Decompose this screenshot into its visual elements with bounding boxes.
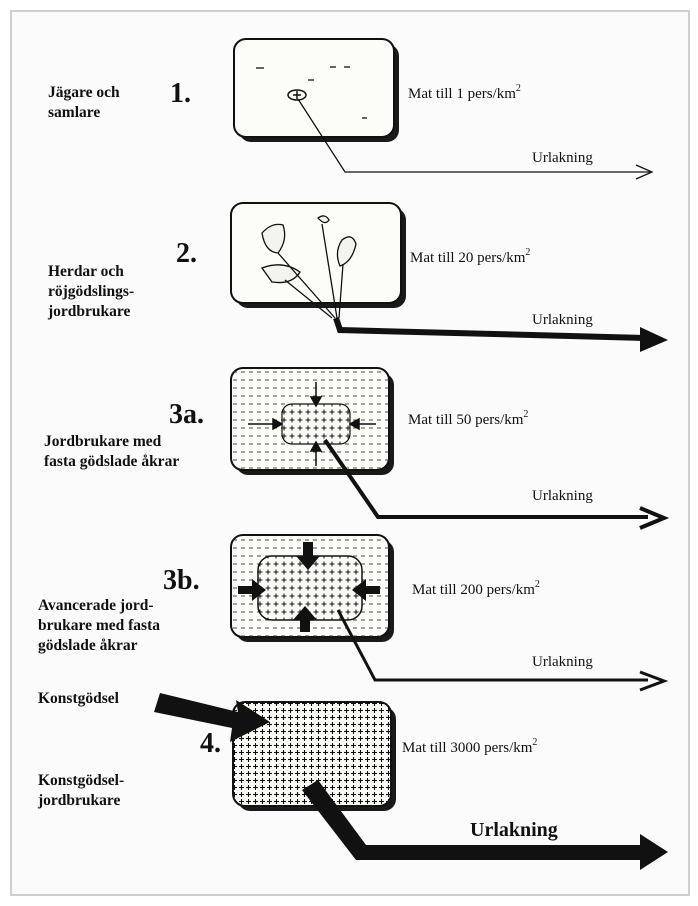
stage-2-number: 2. (176, 238, 197, 269)
stage-2-food-capacity: Mat till 20 pers/km2 (410, 247, 530, 266)
stage-1-box (233, 38, 395, 138)
stage-2-leaching-line (333, 317, 646, 341)
stage-4-number: 4. (200, 728, 221, 759)
stage-3a-leaching-label: Urlakning (532, 488, 593, 504)
stage-4-dense-pattern (233, 702, 391, 806)
stage-4-label-line-1: Konstgödsel- (38, 772, 124, 789)
stage-3a-label-line-2: fasta gödslade åkrar (44, 453, 179, 470)
stage-3b-inward-arrows (238, 542, 380, 632)
stage-3a-leaching-line (323, 438, 648, 519)
stage-1-label-line-1: Jägare och (48, 84, 120, 101)
stage-3b-leaching-arrowhead (639, 670, 669, 692)
stage-4-food-capacity: Mat till 3000 pers/km2 (402, 737, 537, 756)
stage-3b: 3b. Avancerade jord- brukare med fasta g… (38, 534, 669, 692)
stage-3b-label-line-1: Avancerade jord- (38, 597, 154, 614)
stage-3a-label-line-1: Jordbrukare med (44, 433, 162, 450)
stage-2-flow-lines (277, 223, 344, 319)
stage-3b-leaching-label: Urlakning (532, 654, 593, 670)
stage-3b-food-capacity: Mat till 200 pers/km2 (412, 579, 540, 598)
stage-2-clearings (260, 215, 357, 284)
stage-1-label-line-2: samlare (48, 104, 100, 121)
stage-2: 2. Herdar och röjgödslings- jordbrukare … (47, 202, 668, 352)
stage-1-food-capacity: Mat till 1 pers/km2 (408, 83, 521, 102)
stage-1: 1. Jägare och samlare Mat till 1 pers/km… (48, 38, 654, 180)
stage-1-scattered-marks (256, 66, 367, 119)
stage-1-leaching-line (297, 98, 650, 173)
stage-1-leaching-arrowhead (635, 164, 654, 180)
stage-4-leaching-label: Urlakning (470, 819, 558, 841)
stage-3b-number: 3b. (163, 565, 200, 596)
stage-4-leaching-arrow (302, 780, 668, 870)
stage-3a-food-capacity: Mat till 50 pers/km2 (408, 409, 528, 428)
stage-1-leaching-label: Urlakning (532, 150, 593, 166)
stage-2-label-line-1: Herdar och (48, 263, 124, 280)
fertilizer-input-arrow (154, 693, 270, 742)
stage-3b-label-line-2: brukare med fasta (38, 617, 160, 634)
stage-2-leaching-label: Urlakning (532, 312, 593, 328)
stage-3a-inward-arrows (248, 382, 376, 466)
stage-2-label-line-2: röjgödslings- (48, 283, 134, 300)
stage-2-label-line-3: jordbrukare (47, 303, 131, 320)
stage-2-leaching-arrowhead (640, 327, 668, 352)
stage-4: 4. Konstgödsel Konstgödsel- jordbrukare … (37, 690, 668, 870)
stage-1-number: 1. (170, 78, 191, 109)
stage-3b-leaching-line (336, 609, 648, 682)
stage-3a-leaching-arrowhead (639, 506, 670, 530)
stage-4-label-line-2: jordbrukare (37, 792, 121, 809)
stage-2-box (230, 202, 402, 304)
stage-3b-label-line-3: gödslade åkrar (38, 637, 138, 654)
stage-3a-number: 3a. (169, 399, 204, 430)
stage-1-settlement (287, 89, 307, 101)
fertilizer-input-label: Konstgödsel (38, 690, 120, 707)
stage-3a: 3a. Jordbrukare med fasta gödslade åkrar… (44, 367, 670, 530)
